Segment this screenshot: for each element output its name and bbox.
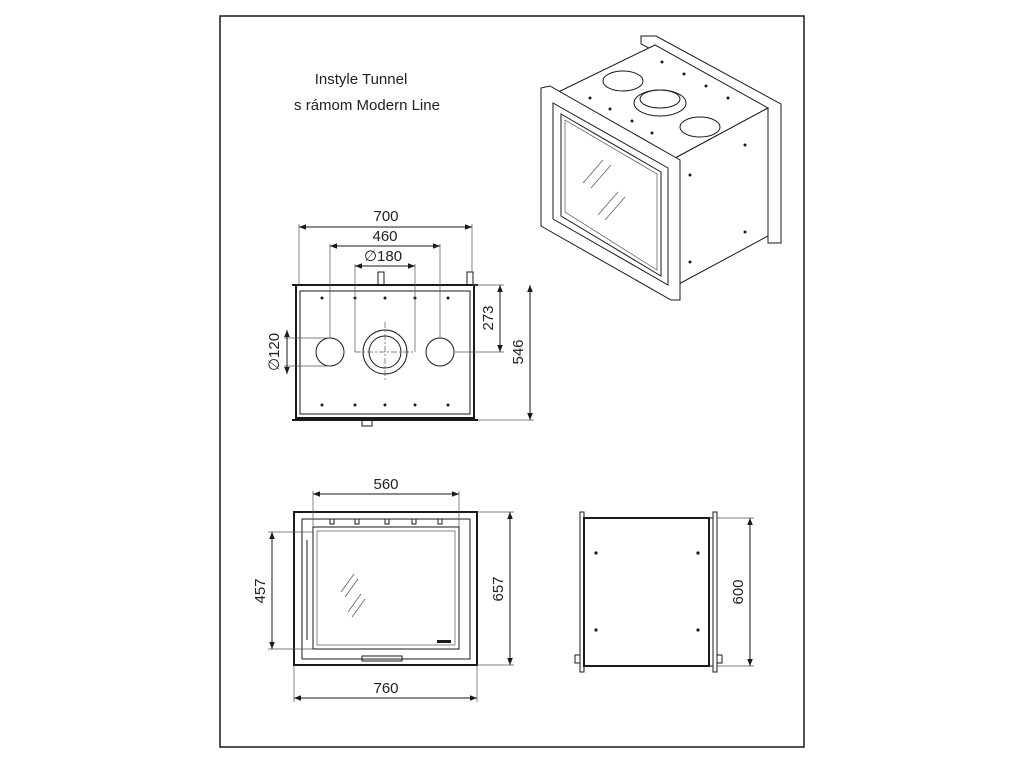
top-view-dimensions: 700 460 ∅180 ∅120 273 546 xyxy=(266,208,534,421)
front-frame xyxy=(293,511,478,666)
dimension-diameter-120: ∅120 xyxy=(266,333,283,371)
drawing-border xyxy=(219,15,805,748)
front-view xyxy=(293,511,478,666)
title-line-2: s rámom Modern Line xyxy=(294,97,440,114)
dimension-700: 700 xyxy=(373,208,398,225)
side-hole-right xyxy=(425,337,455,367)
dimension-560: 560 xyxy=(373,476,398,493)
dimension-600: 600 xyxy=(730,579,747,604)
dimension-457: 457 xyxy=(252,578,269,603)
dimension-diameter-180: ∅180 xyxy=(364,248,402,265)
dimension-460: 460 xyxy=(372,228,397,245)
dimension-657: 657 xyxy=(490,576,507,601)
title-line-1: Instyle Tunnel xyxy=(315,71,408,88)
top-view xyxy=(292,271,478,427)
side-view-dimensions: 600 xyxy=(717,517,754,667)
front-view-dimensions: 560 457 657 760 xyxy=(252,476,514,702)
side-view xyxy=(574,511,723,673)
front-glass xyxy=(312,526,460,650)
side-hole-left xyxy=(315,337,345,367)
dimension-546: 546 xyxy=(510,339,527,364)
isometric-view xyxy=(540,35,782,301)
side-body xyxy=(583,517,710,667)
drawing-title: Instyle Tunnel s rámom Modern Line xyxy=(294,71,440,114)
dimension-760: 760 xyxy=(373,680,398,697)
dimension-273: 273 xyxy=(480,305,497,330)
